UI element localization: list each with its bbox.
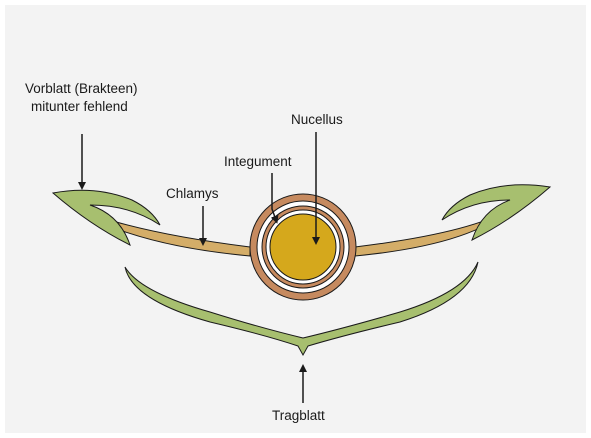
nucellus-core <box>270 214 336 280</box>
label-vorblatt-line2: mitunter fehlend <box>31 99 128 114</box>
label-tragblatt: Tragblatt <box>272 408 325 423</box>
label-chlamys: Chlamys <box>166 186 219 201</box>
label-nucellus: Nucellus <box>291 112 343 127</box>
label-integument: Integument <box>224 154 292 169</box>
label-vorblatt-line1: Vorblatt (Brakteen) <box>25 81 138 96</box>
